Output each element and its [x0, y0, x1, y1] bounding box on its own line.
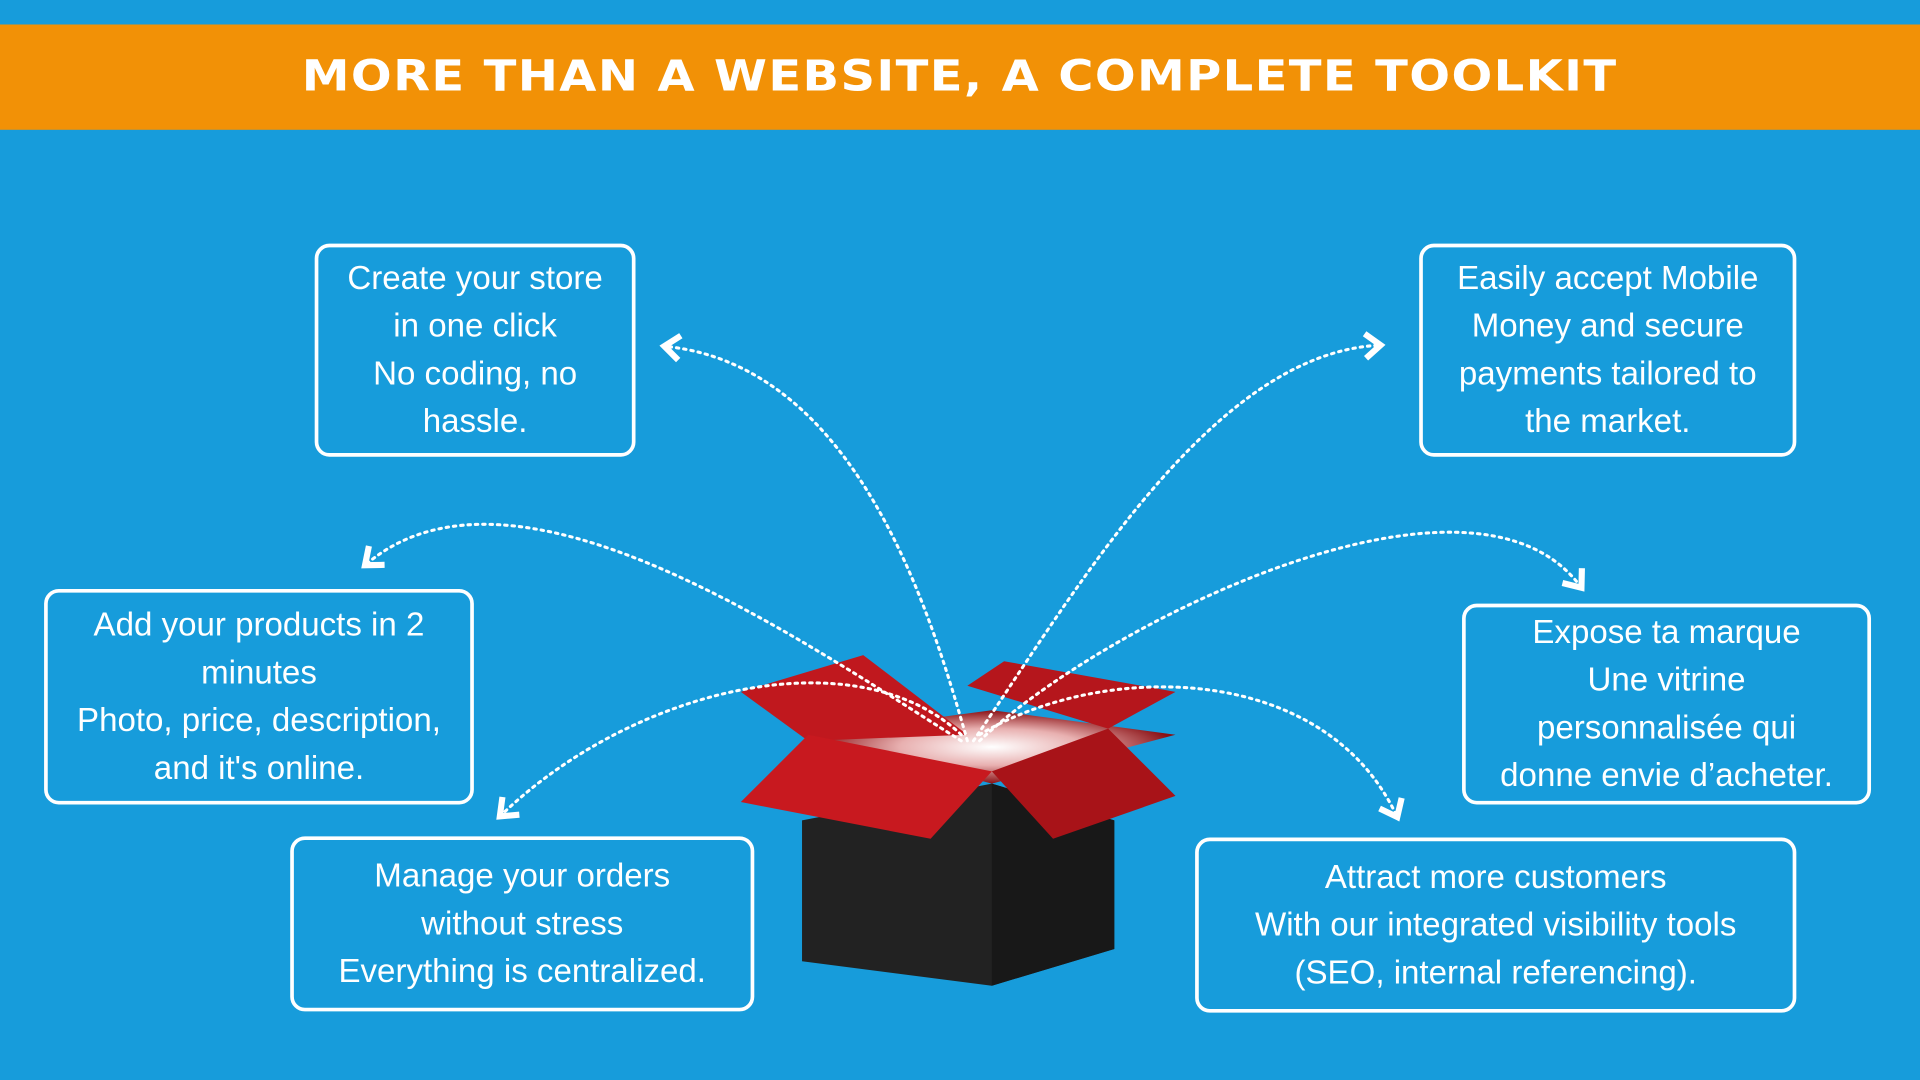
arrow-attract-customers: [978, 685, 1405, 822]
arrow-manage-orders: [496, 681, 963, 820]
feature-text: in one click: [393, 307, 557, 345]
feature-add-products: Add your products in 2 minutes Photo, pr…: [44, 588, 474, 805]
feature-text: minutes: [201, 653, 317, 691]
feature-text: payments tailored to: [1458, 355, 1757, 392]
feature-expose-brand: Expose ta marque Une vitrine personnalis…: [1462, 603, 1872, 805]
feature-text: and it's online.: [153, 749, 365, 787]
feature-text: hassle.: [422, 402, 528, 440]
feature-text: donne envie d’acheter.: [1500, 756, 1833, 794]
feature-text: Une vitrine: [1587, 661, 1746, 698]
feature-attract-customers: Attract more customers With our integrat…: [1195, 837, 1797, 1013]
feature-text: Everything is centralized.: [338, 952, 706, 990]
feature-text: without stress: [421, 904, 624, 942]
feature-text: Easily accept Mobile: [1457, 259, 1759, 297]
feature-text: (SEO, internal referencing).: [1294, 953, 1697, 991]
arrow-create-store: [659, 333, 969, 743]
feature-mobile-money: Easily accept Mobile Money and secure pa…: [1419, 243, 1797, 457]
feature-text: personnalisée qui: [1536, 708, 1797, 746]
arrow-expose-brand: [978, 530, 1585, 743]
feature-text: With our integrated visibility tools: [1254, 906, 1737, 943]
page-title: MORE THAN A WEBSITE, A COMPLETE TOOLKIT: [302, 52, 1618, 102]
arrow-mobile-money: [971, 331, 1386, 743]
feature-text: Money and secure: [1471, 307, 1744, 345]
feature-text: the market.: [1525, 402, 1691, 440]
feature-text: Photo, price, description,: [77, 701, 441, 739]
feature-text: No coding, no: [373, 355, 578, 392]
feature-text: Expose ta marque: [1532, 613, 1801, 651]
feature-text: Attract more customers: [1324, 858, 1667, 896]
feature-text: Manage your orders: [374, 857, 671, 894]
title-banner: MORE THAN A WEBSITE, A COMPLETE TOOLKIT: [0, 24, 1920, 130]
gift-box-icon: [740, 655, 1176, 986]
feature-text: Add your products in 2: [93, 606, 425, 643]
feature-text: Create your store: [347, 259, 603, 297]
feature-manage-orders: Manage your orders without stress Everyt…: [290, 836, 755, 1012]
feature-create-store: Create your store in one click No coding…: [314, 243, 636, 457]
